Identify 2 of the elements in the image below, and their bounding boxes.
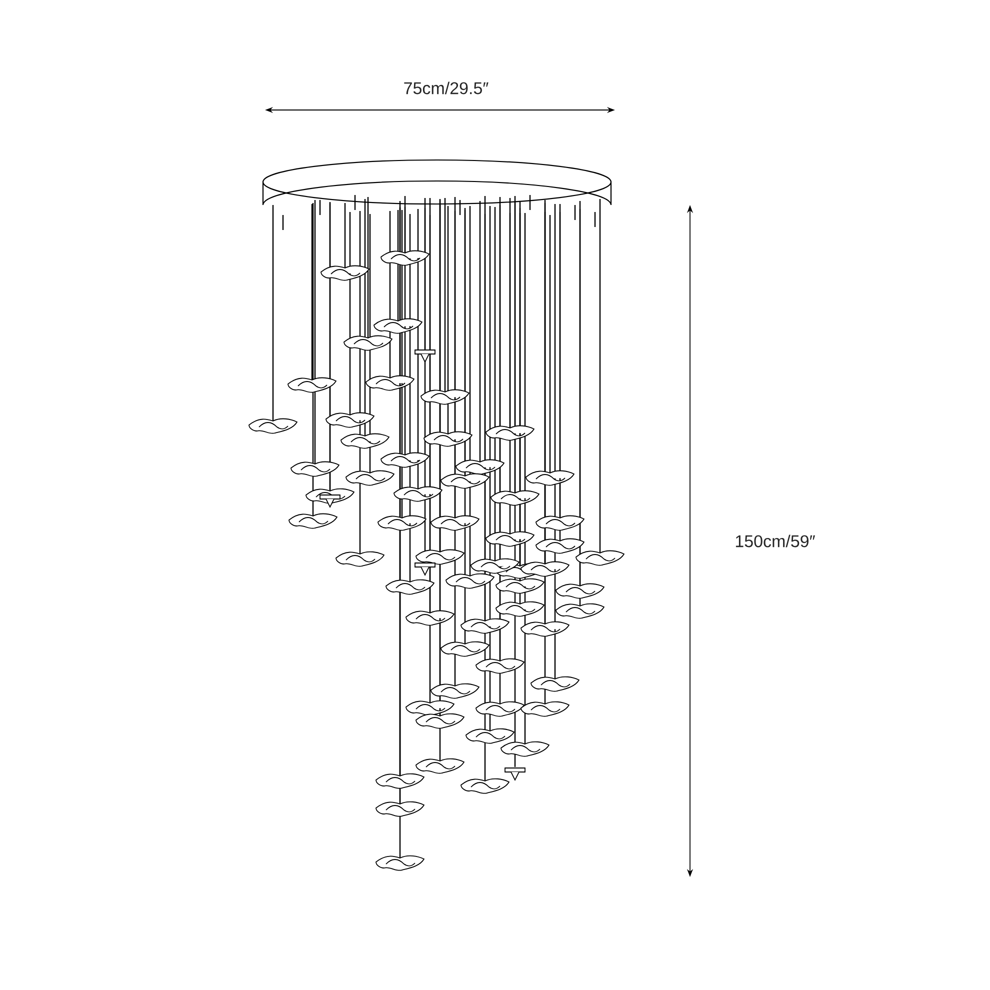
dimension-label: 75cm/29.5″ [404, 82, 488, 94]
dimension-label: 150cm/59″ [736, 534, 816, 548]
